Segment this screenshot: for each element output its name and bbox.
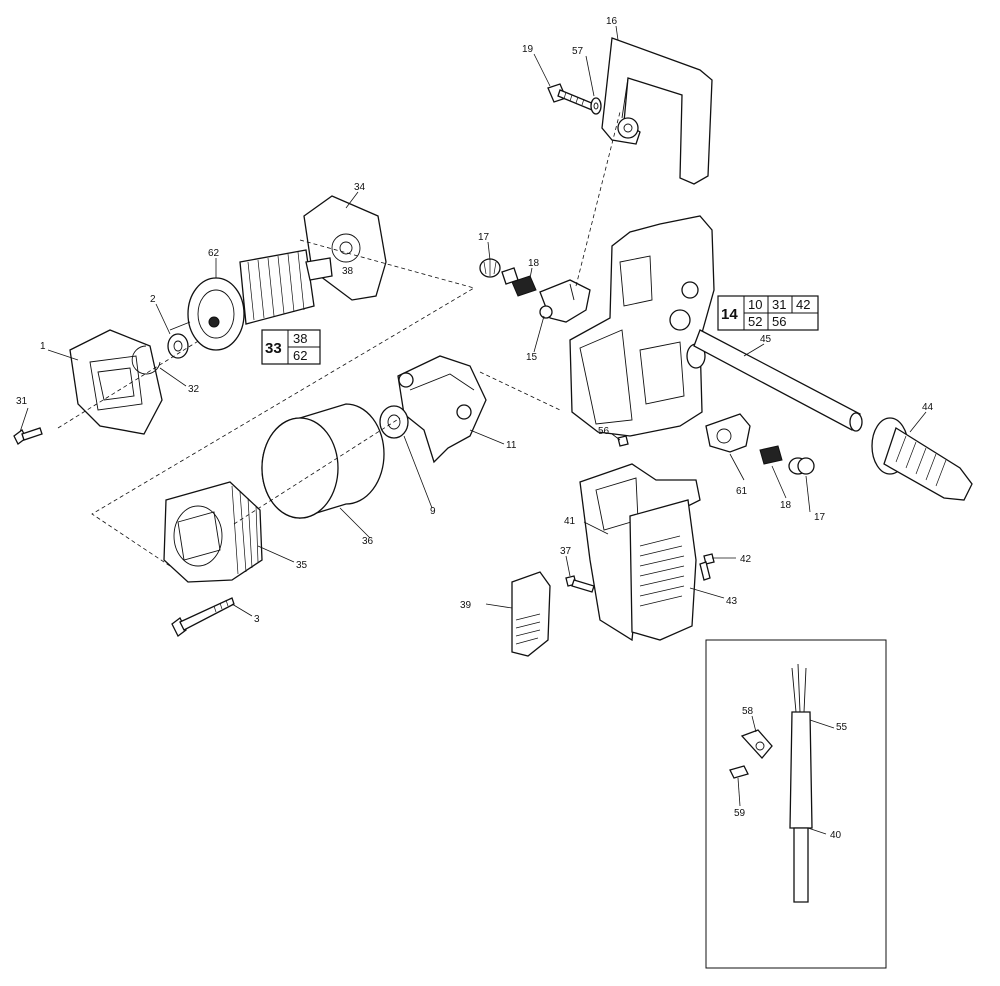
- callout-61: 61: [736, 486, 748, 497]
- callout-55: 55: [836, 722, 848, 733]
- callout-45: 45: [760, 334, 772, 345]
- callout-15: 15: [526, 352, 538, 363]
- part-17-brush-cap-bottom: [788, 457, 815, 475]
- part-32-retaining-ring: [131, 345, 161, 375]
- part-3-screw: [171, 597, 235, 637]
- part-61-brush-holder: [705, 413, 751, 453]
- kit-33-main: 33: [265, 340, 282, 357]
- callout-56: 56: [598, 426, 610, 437]
- callout-32: 32: [188, 384, 200, 395]
- callout-18b: 18: [780, 500, 792, 511]
- callout-11: 11: [506, 440, 517, 451]
- callout-17a: 17: [478, 232, 490, 243]
- callout-labels: 1 2 3 9 11 15 16 17 17 18 18 19 31 32 34…: [16, 16, 934, 841]
- kit-33-top: 38: [293, 331, 307, 346]
- kit-14-top-c: 42: [796, 297, 810, 312]
- callout-62: 62: [208, 248, 220, 259]
- kit-box-14: 14 10 31 42 52 56: [717, 295, 819, 331]
- callout-42: 42: [740, 554, 752, 565]
- cord-inset-box: [705, 639, 887, 969]
- part-14-motor-housing: [569, 215, 715, 437]
- callout-2: 2: [150, 294, 156, 305]
- part-1-gear-cover: [69, 329, 163, 435]
- callout-58: 58: [742, 706, 754, 717]
- kit-box-33: 33 38 62: [261, 329, 321, 365]
- callout-40: 40: [830, 830, 842, 841]
- part-42-screw: [699, 553, 715, 581]
- part-19-bolt: [547, 83, 595, 111]
- callout-31: 31: [16, 396, 28, 407]
- callout-57: 57: [572, 46, 584, 57]
- part-31-screw: [13, 427, 43, 445]
- part-44-grip: [871, 417, 973, 501]
- callout-9: 9: [430, 506, 436, 517]
- part-11-brush-holder: [397, 355, 487, 464]
- callout-34: 34: [354, 182, 366, 193]
- part-62-armature: [169, 249, 333, 351]
- part-57-washer: [590, 97, 602, 115]
- part-2-bearing: [167, 333, 189, 359]
- leader-lines: [19, 25, 927, 835]
- kit-33-bottom: 62: [293, 348, 307, 363]
- kit-14-bottom-a: 52: [748, 314, 762, 329]
- part-36-field-sleeve: [261, 403, 385, 519]
- part-56-screw: [617, 435, 629, 447]
- callout-1: 1: [40, 341, 46, 352]
- part-39-switch-unit: [511, 571, 551, 657]
- callout-36: 36: [362, 536, 374, 547]
- kit-14-main: 14: [721, 306, 738, 323]
- kit-14-bottom-b: 56: [772, 314, 786, 329]
- callout-19: 19: [522, 44, 534, 55]
- part-45-handle-rod: [693, 329, 863, 432]
- part-37-screw: [565, 575, 595, 593]
- part-17-brush-cap-top: [479, 258, 501, 278]
- part-15-switch: [539, 279, 591, 323]
- callout-41: 41: [564, 516, 576, 527]
- callout-38: 38: [342, 266, 354, 277]
- assembly-lines: [57, 111, 621, 567]
- part-43-handle-half: [629, 499, 697, 641]
- part-18-carbon-brush-top: [501, 267, 537, 297]
- callout-39: 39: [460, 600, 472, 611]
- callout-17b: 17: [814, 512, 826, 523]
- callout-3: 3: [254, 614, 260, 625]
- kit-14-top-a: 10: [748, 297, 762, 312]
- callout-16: 16: [606, 16, 618, 27]
- part-18-carbon-brush-bottom: [759, 445, 783, 465]
- callout-37: 37: [560, 546, 572, 557]
- callout-35: 35: [296, 560, 308, 571]
- part-35-field-assembly: [163, 481, 263, 583]
- part-16-handle-bracket: [601, 37, 713, 185]
- callout-44: 44: [922, 402, 934, 413]
- part-34-baffle-plate: [303, 195, 387, 301]
- callout-59: 59: [734, 808, 746, 819]
- kit-14-top-b: 31: [772, 297, 786, 312]
- callout-43: 43: [726, 596, 738, 607]
- callout-18a: 18: [528, 258, 540, 269]
